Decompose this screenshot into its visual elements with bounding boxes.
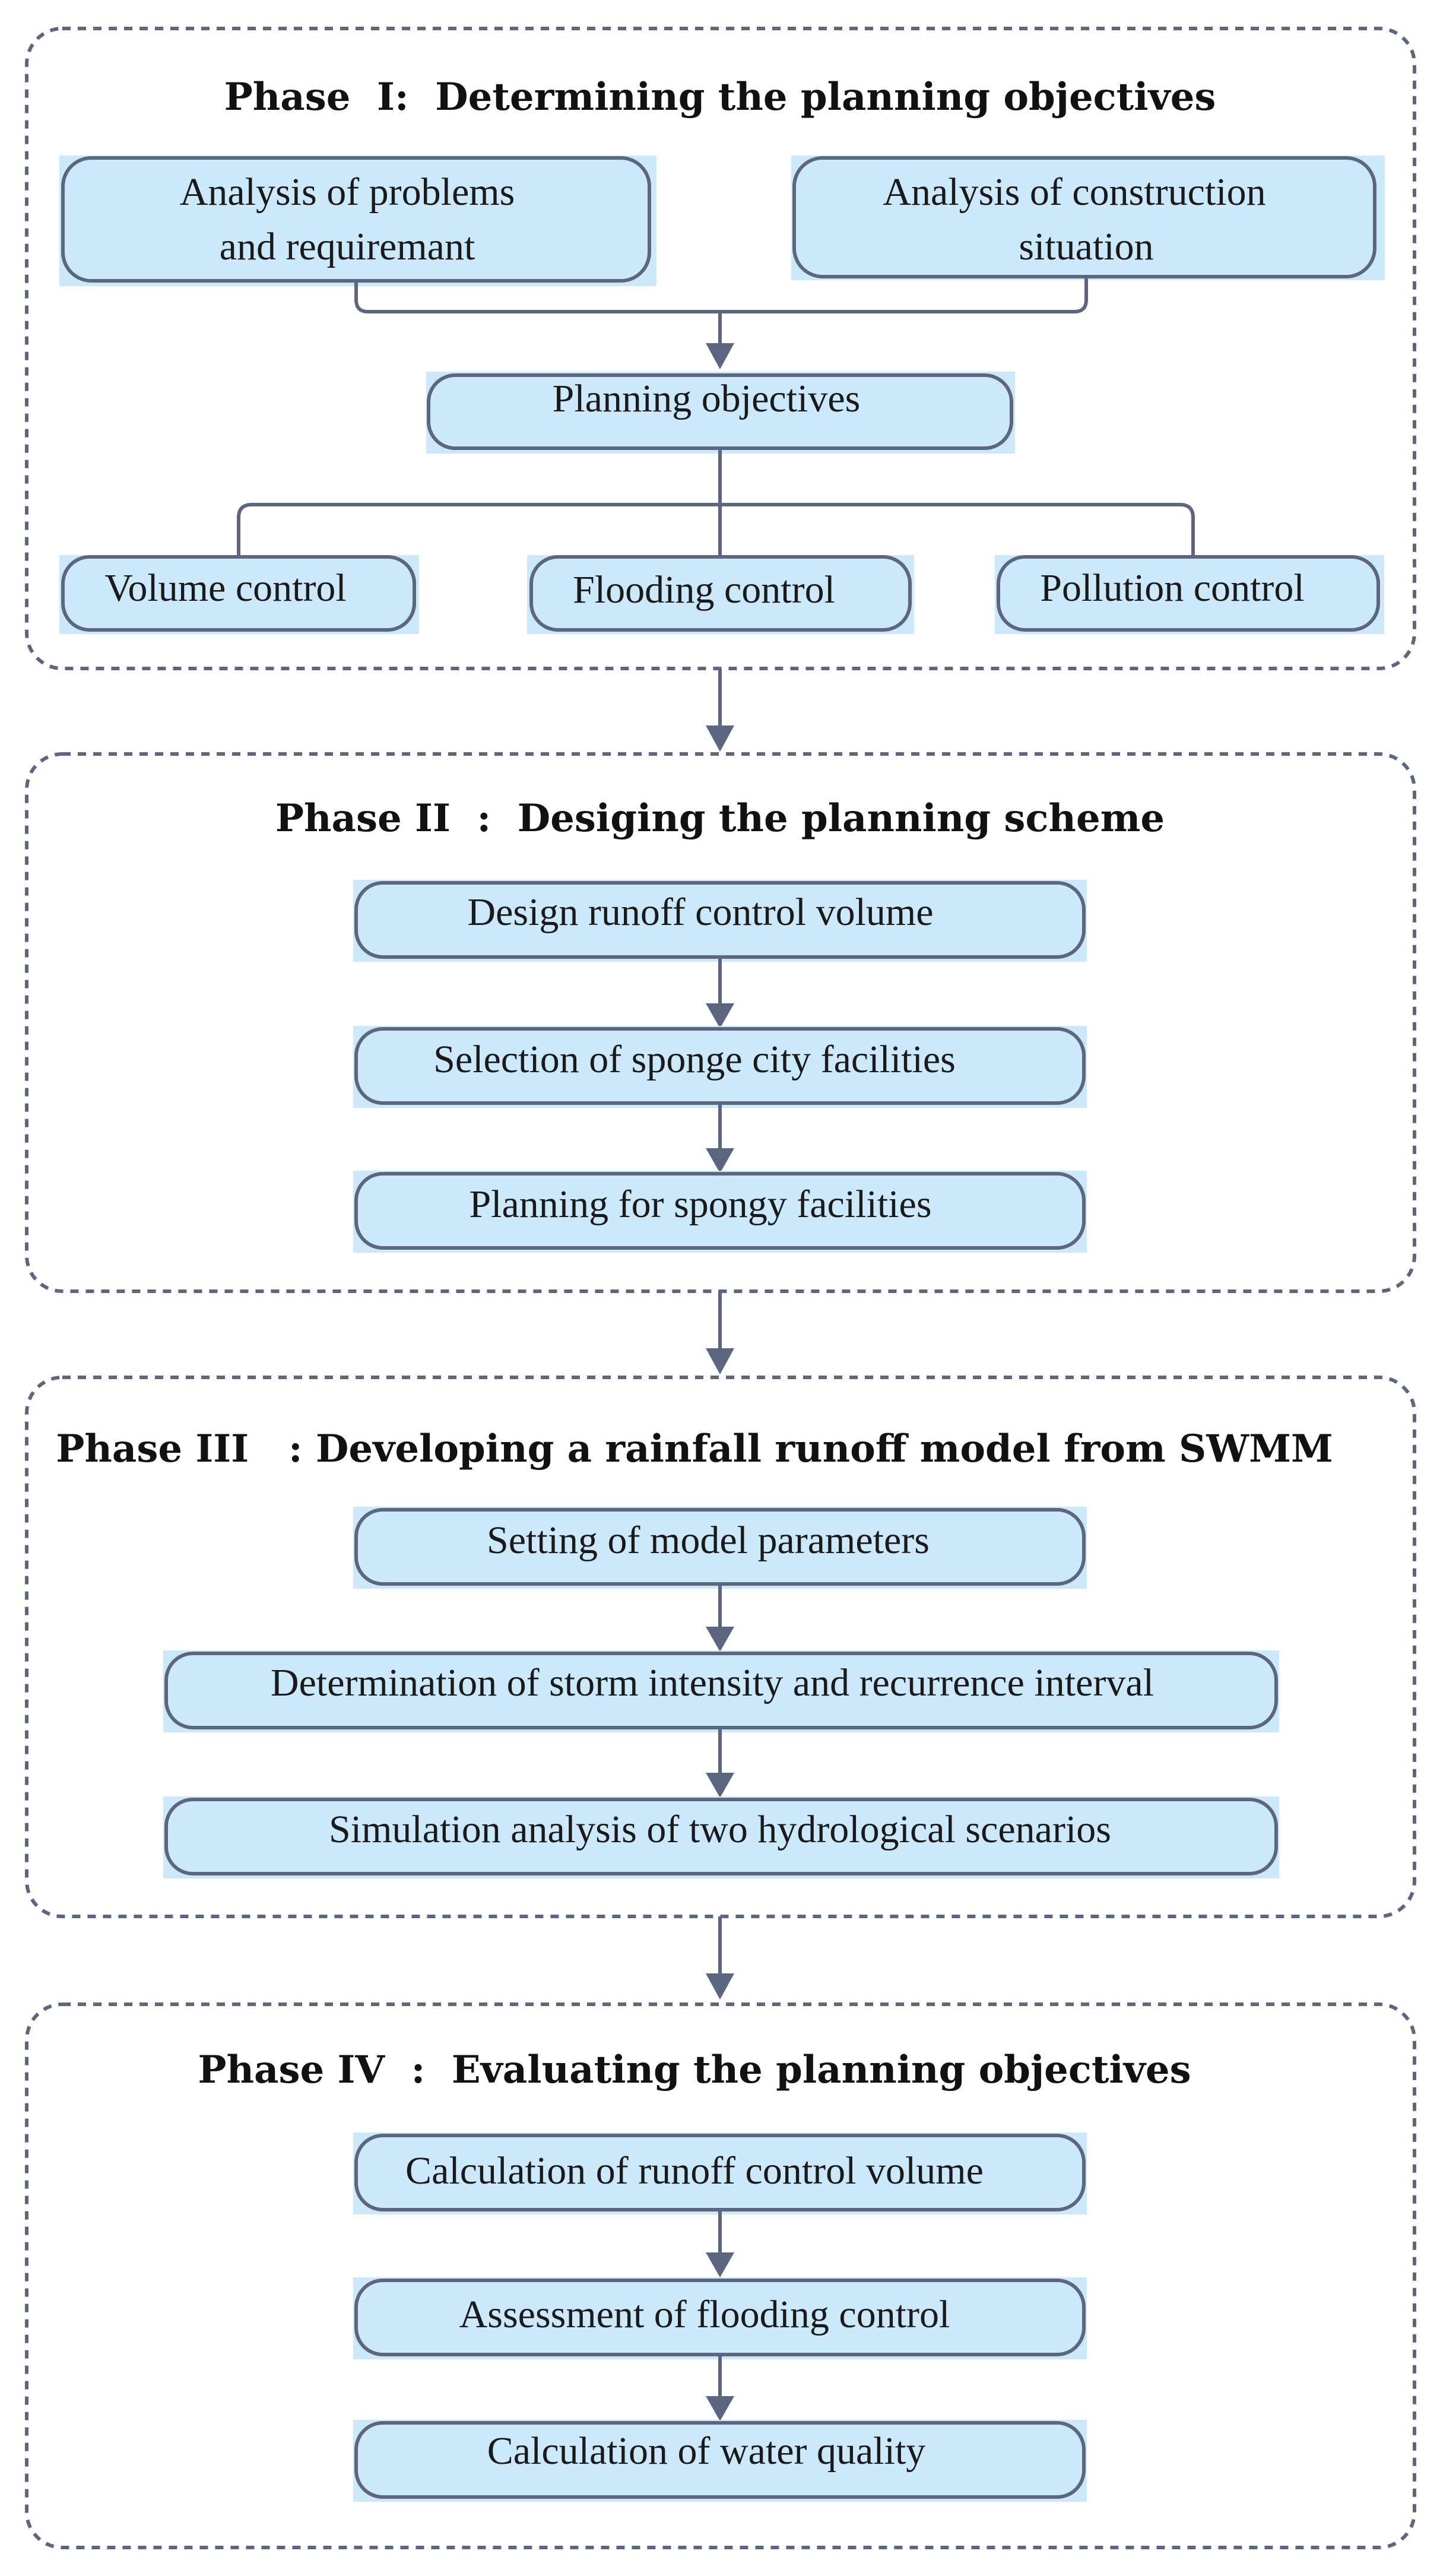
volume-control-box: Volume control <box>59 555 419 634</box>
storm-intensity-label: Determination of storm intensity and rec… <box>271 1661 1154 1704</box>
phase-4-title: Phase IV : Evaluating the planning objec… <box>198 2048 1191 2092</box>
arrow-p3-p4-head <box>706 1973 734 2000</box>
flooding-assessment-label: Assessment of flooding control <box>459 2293 950 2336</box>
model-parameters-label: Setting of model parameters <box>487 1519 930 1562</box>
calc-runoff-box: Calculation of runoff control volume <box>353 2133 1087 2214</box>
calc-runoff-label: Calculation of runoff control volume <box>405 2149 984 2192</box>
phase-2-title: Phase II : Desiging the planning scheme <box>275 796 1165 841</box>
analysis-construction-line2: situation <box>1019 225 1153 268</box>
arrow-p2-1-head <box>706 1003 734 1028</box>
planning-objectives-box: Planning objectives <box>426 372 1015 454</box>
flooding-control-label: Flooding control <box>573 568 835 611</box>
analysis-problems-line1: Analysis of problems <box>180 170 515 214</box>
selection-facilities-box: Selection of sponge city facilities <box>353 1026 1087 1108</box>
volume-control-label: Volume control <box>104 566 347 610</box>
water-quality-label: Calculation of water quality <box>487 2429 926 2473</box>
analysis-construction-box: Analysis of construction situation <box>791 156 1385 280</box>
arrow-p4-2-head <box>706 2396 734 2421</box>
simulation-analysis-label: Simulation analysis of two hydrological … <box>329 1808 1111 1851</box>
storm-intensity-box: Determination of storm intensity and rec… <box>163 1650 1279 1732</box>
arrow-p1-p2-head <box>706 725 734 752</box>
planning-objectives-label: Planning objectives <box>553 377 861 420</box>
branch-connector <box>237 503 1195 557</box>
arrow-p4-1-head <box>706 2252 734 2277</box>
flooding-assessment-box: Assessment of flooding control <box>353 2277 1087 2359</box>
arrow-p2-2-head <box>706 1148 734 1173</box>
phase-3-title: Phase III : Developing a rainfall runoff… <box>56 1427 1333 1471</box>
phase-4-frame <box>25 2003 1416 2549</box>
phase-1-title: Phase I: Determining the planning object… <box>224 75 1216 119</box>
arrow-to-objectives-head <box>706 343 734 369</box>
model-parameters-box: Setting of model parameters <box>353 1507 1087 1589</box>
analysis-problems-line2: and requiremant <box>220 225 475 268</box>
water-quality-box: Calculation of water quality <box>353 2420 1087 2502</box>
analysis-problems-box: Analysis of problems and requiremant <box>59 156 656 286</box>
selection-facilities-label: Selection of sponge city facilities <box>433 1038 956 1081</box>
pollution-control-label: Pollution control <box>1040 566 1305 610</box>
simulation-analysis-box: Simulation analysis of two hydrological … <box>163 1796 1279 1878</box>
analysis-construction-line1: Analysis of construction <box>883 170 1265 214</box>
pollution-control-box: Pollution control <box>995 555 1384 634</box>
planning-facilities-label: Planning for spongy facilities <box>469 1183 931 1226</box>
arrow-p3-1-head <box>706 1627 734 1652</box>
design-runoff-label: Design runoff control volume <box>467 891 933 934</box>
arrow-p3-2-head <box>706 1773 734 1798</box>
flooding-control-box: Flooding control <box>527 555 914 634</box>
planning-facilities-box: Planning for spongy facilities <box>353 1171 1087 1253</box>
arrow-p2-p3-head <box>706 1348 734 1374</box>
design-runoff-box: Design runoff control volume <box>353 880 1087 962</box>
